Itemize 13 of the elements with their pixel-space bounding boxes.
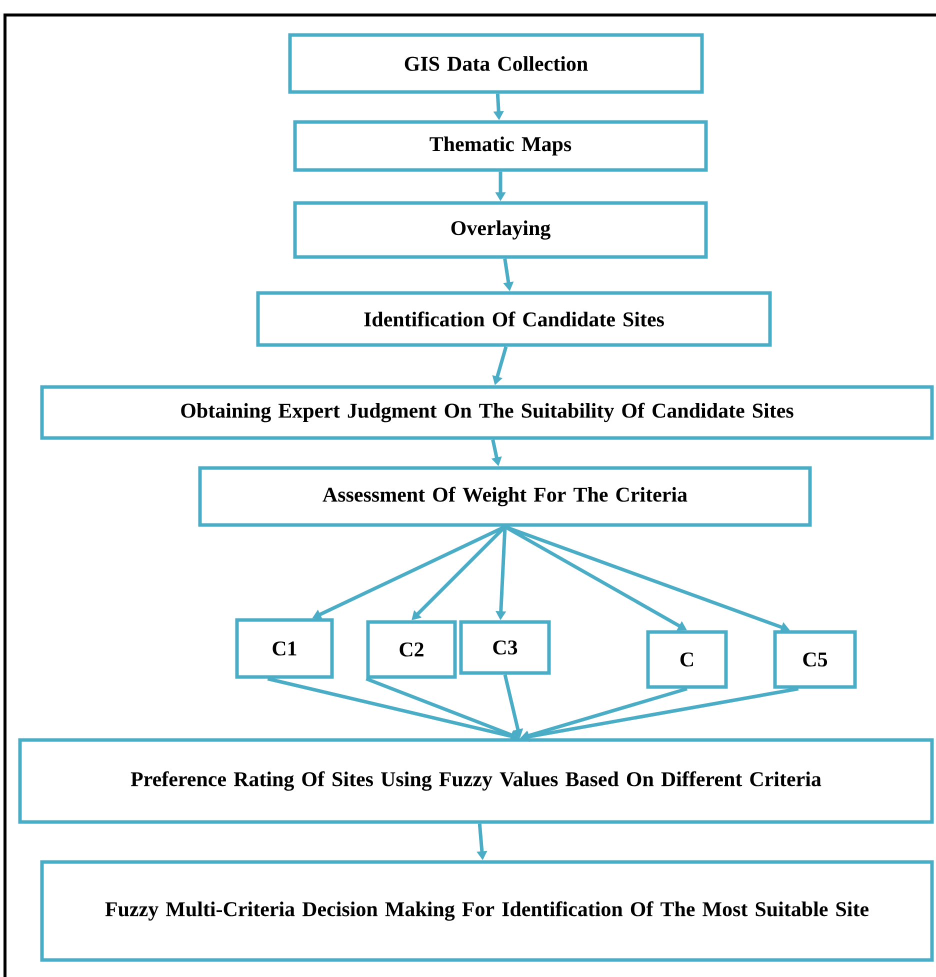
process-box: C1 — [235, 618, 334, 679]
process-box: C2 — [366, 620, 457, 679]
process-box: Overlaying — [293, 201, 708, 259]
process-box: Thematic Maps — [293, 120, 708, 172]
process-box: Obtaining Expert Judgment On The Suitability Of Candidate Sites — [40, 385, 934, 440]
process-box: C — [646, 630, 728, 689]
process-box: Assessment Of Weight For The Criteria — [198, 466, 812, 527]
process-box: Preference Rating Of Sites Using Fuzzy Values Based On Different Criteria — [18, 738, 934, 824]
process-box: C3 — [459, 620, 551, 675]
process-box: Fuzzy Multi-Criteria Decision Making For Identification Of The Most Suitable Site — [40, 860, 934, 962]
process-box: C5 — [773, 630, 857, 689]
process-box: Identification Of Candidate Sites — [256, 291, 772, 347]
process-box: GIS Data Collection — [288, 33, 704, 94]
